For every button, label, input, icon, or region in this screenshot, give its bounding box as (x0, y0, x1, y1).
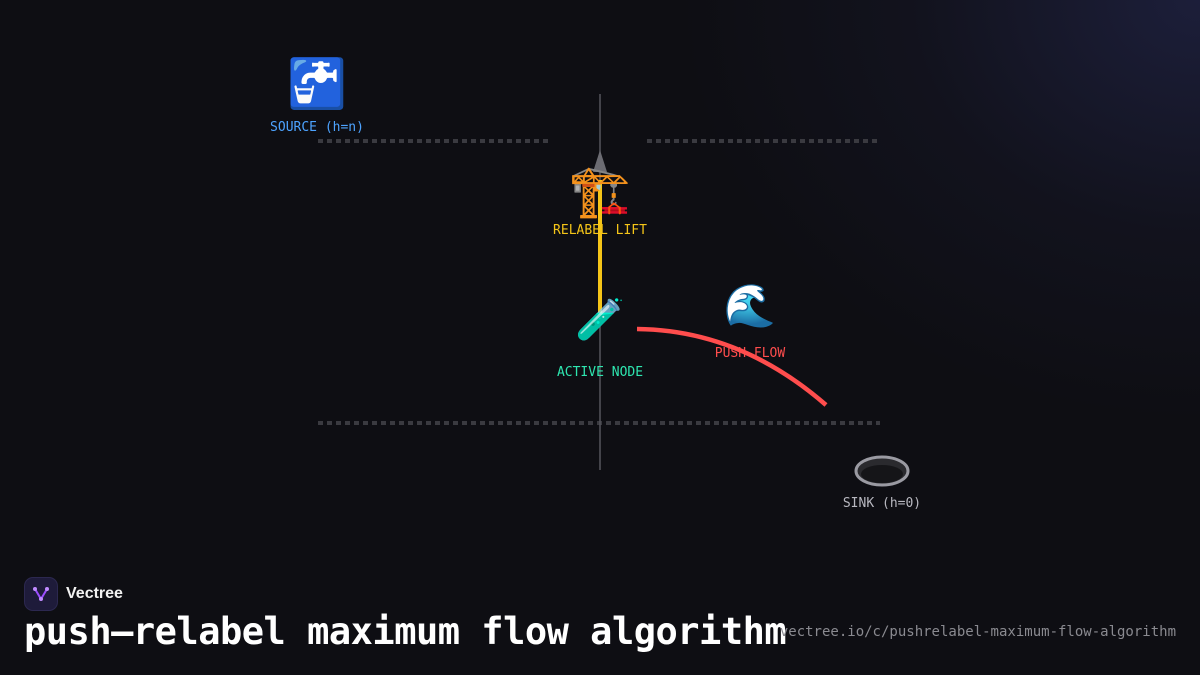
push-flow-arc (636, 326, 828, 407)
brand-name: Vectree (66, 585, 123, 602)
test-tube-icon: 🧪 (575, 297, 625, 343)
crane-icon: 🏗️ (568, 162, 632, 220)
wave-icon: 🌊 (723, 281, 777, 330)
active-node-label: ACTIVE NODE (556, 365, 644, 380)
page-title: push–relabel maximum flow algorithm (24, 610, 787, 653)
sink-label: SINK (h=0) (842, 496, 922, 511)
brand: Vectree (24, 577, 123, 611)
relabel-label: RELABEL LIFT (553, 223, 647, 238)
drain-icon (854, 455, 910, 487)
page-url[interactable]: vectree.io/c/pushrelabel-maximum-flow-al… (779, 624, 1176, 640)
faucet-icon: 🚰 (287, 56, 347, 112)
lift-arrow-head (593, 150, 607, 172)
vectree-logo-icon (24, 577, 58, 611)
push-flow-label: PUSH FLOW (714, 346, 786, 361)
source-label: SOURCE (h=n) (270, 120, 364, 135)
